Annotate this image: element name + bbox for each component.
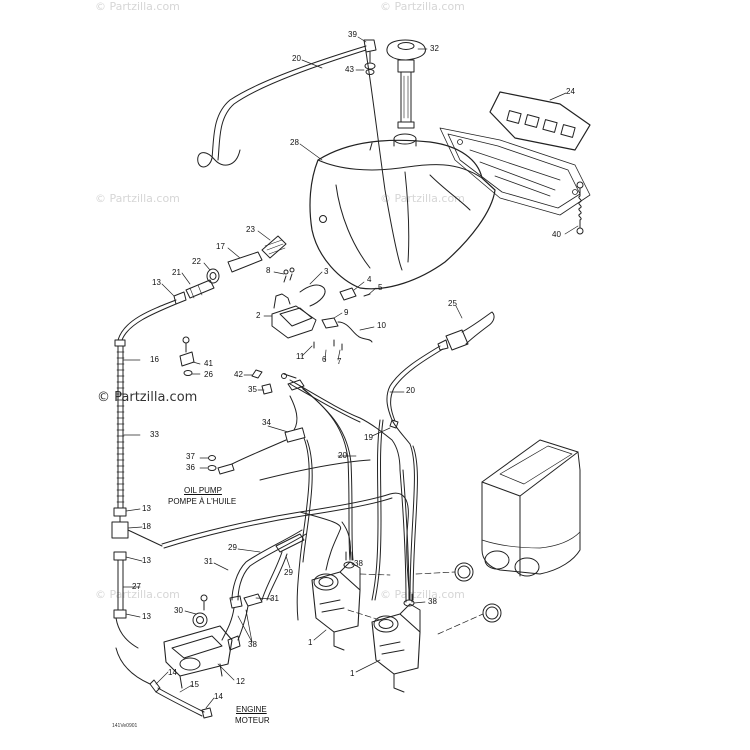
caption-engine: ENGINE <box>236 705 267 714</box>
oil-reservoir <box>481 439 581 577</box>
watermark: © Partzilla.com <box>95 588 180 601</box>
callout-10: 10 <box>377 321 386 330</box>
fuel-hoses-lower <box>221 529 307 641</box>
vent-hose <box>197 45 403 271</box>
watermark: © Partzilla.com <box>95 192 180 205</box>
callout-37: 37 <box>186 452 195 461</box>
oil-line-hose <box>161 492 411 601</box>
callout-16: 16 <box>150 355 159 364</box>
callout-40: 40 <box>552 230 561 239</box>
callout-11: 11 <box>296 352 305 361</box>
callout-25: 25 <box>448 299 457 308</box>
callout-20: 20 <box>338 451 347 460</box>
callout-34: 34 <box>262 418 271 427</box>
caption-moteur: MOTEUR <box>235 716 270 725</box>
fuel-valve-assembly <box>173 235 287 305</box>
callout-3: 3 <box>324 267 329 276</box>
leader-lines <box>122 36 579 709</box>
callout-20: 20 <box>292 54 301 63</box>
callout-7: 7 <box>337 357 342 366</box>
callout-38: 38 <box>428 597 437 606</box>
callout-31: 31 <box>270 594 279 603</box>
callout-43: 43 <box>345 65 354 74</box>
callout-38: 38 <box>354 559 363 568</box>
callout-14: 14 <box>214 692 223 701</box>
watermark: © Partzilla.com <box>380 588 465 601</box>
fuel-cap-gauge <box>386 39 426 129</box>
throttle-cable <box>386 345 444 601</box>
fuel-pump-bracket <box>271 267 373 351</box>
callout-24: 24 <box>566 87 575 96</box>
callout-9: 9 <box>344 308 349 317</box>
callout-12: 12 <box>236 677 245 686</box>
callout-4: 4 <box>367 275 372 284</box>
callout-28: 28 <box>290 138 299 147</box>
watermark: © Partzilla.com <box>380 0 465 13</box>
callout-27: 27 <box>132 582 141 591</box>
callout-22: 22 <box>192 257 201 266</box>
caption-oil-pump: OIL PUMP <box>184 486 222 495</box>
callout-23: 23 <box>246 225 255 234</box>
callout-15: 15 <box>190 680 199 689</box>
callout-18: 18 <box>142 522 151 531</box>
fuel-line-left <box>111 299 177 685</box>
tension-spring <box>576 181 584 235</box>
callout-39: 39 <box>348 30 357 39</box>
callout-21: 21 <box>172 268 181 277</box>
vent-fitting <box>363 39 377 75</box>
callout-13: 13 <box>142 504 151 513</box>
callout-26: 26 <box>204 370 213 379</box>
callout-19: 19 <box>364 433 373 442</box>
tank-strap <box>489 91 591 151</box>
callout-13: 13 <box>142 612 151 621</box>
callout-5: 5 <box>378 283 383 292</box>
callout-20: 20 <box>406 386 415 395</box>
oil-hose-bottom <box>149 679 213 719</box>
callout-35: 35 <box>248 385 257 394</box>
oil-pump-cable <box>217 373 313 621</box>
callout-13: 13 <box>152 278 161 287</box>
callout-13: 13 <box>142 556 151 565</box>
callout-42: 42 <box>234 370 243 379</box>
callout-32: 32 <box>430 44 439 53</box>
callout-1: 1 <box>308 638 313 647</box>
callout-33: 33 <box>150 430 159 439</box>
callout-31: 31 <box>204 557 213 566</box>
fuel-tank <box>309 133 496 290</box>
callout-38: 38 <box>248 640 257 649</box>
dashed-guides <box>347 571 484 635</box>
callout-30: 30 <box>174 606 183 615</box>
callout-29: 29 <box>284 568 293 577</box>
throttle-lever <box>437 311 495 351</box>
callout-17: 17 <box>216 242 225 251</box>
watermark: © Partzilla.com <box>380 192 465 205</box>
tank-support <box>439 127 591 216</box>
caption-pompe-huile: POMPE À L'HUILE <box>168 497 237 506</box>
callout-41: 41 <box>204 359 213 368</box>
callout-8: 8 <box>266 266 271 275</box>
small-hardware <box>179 336 297 471</box>
oil-pump <box>163 594 241 689</box>
carburetor-right <box>371 593 421 693</box>
callout-14: 14 <box>168 668 177 677</box>
callout-36: 36 <box>186 463 195 472</box>
callout-6: 6 <box>322 355 327 364</box>
watermark: © Partzilla.com <box>95 0 180 13</box>
drawing-code: 141Ve0901 <box>112 723 138 729</box>
callout-29: 29 <box>228 543 237 552</box>
callout-1: 1 <box>350 669 355 678</box>
callout-2: 2 <box>256 311 261 320</box>
intake-rings <box>454 562 502 623</box>
